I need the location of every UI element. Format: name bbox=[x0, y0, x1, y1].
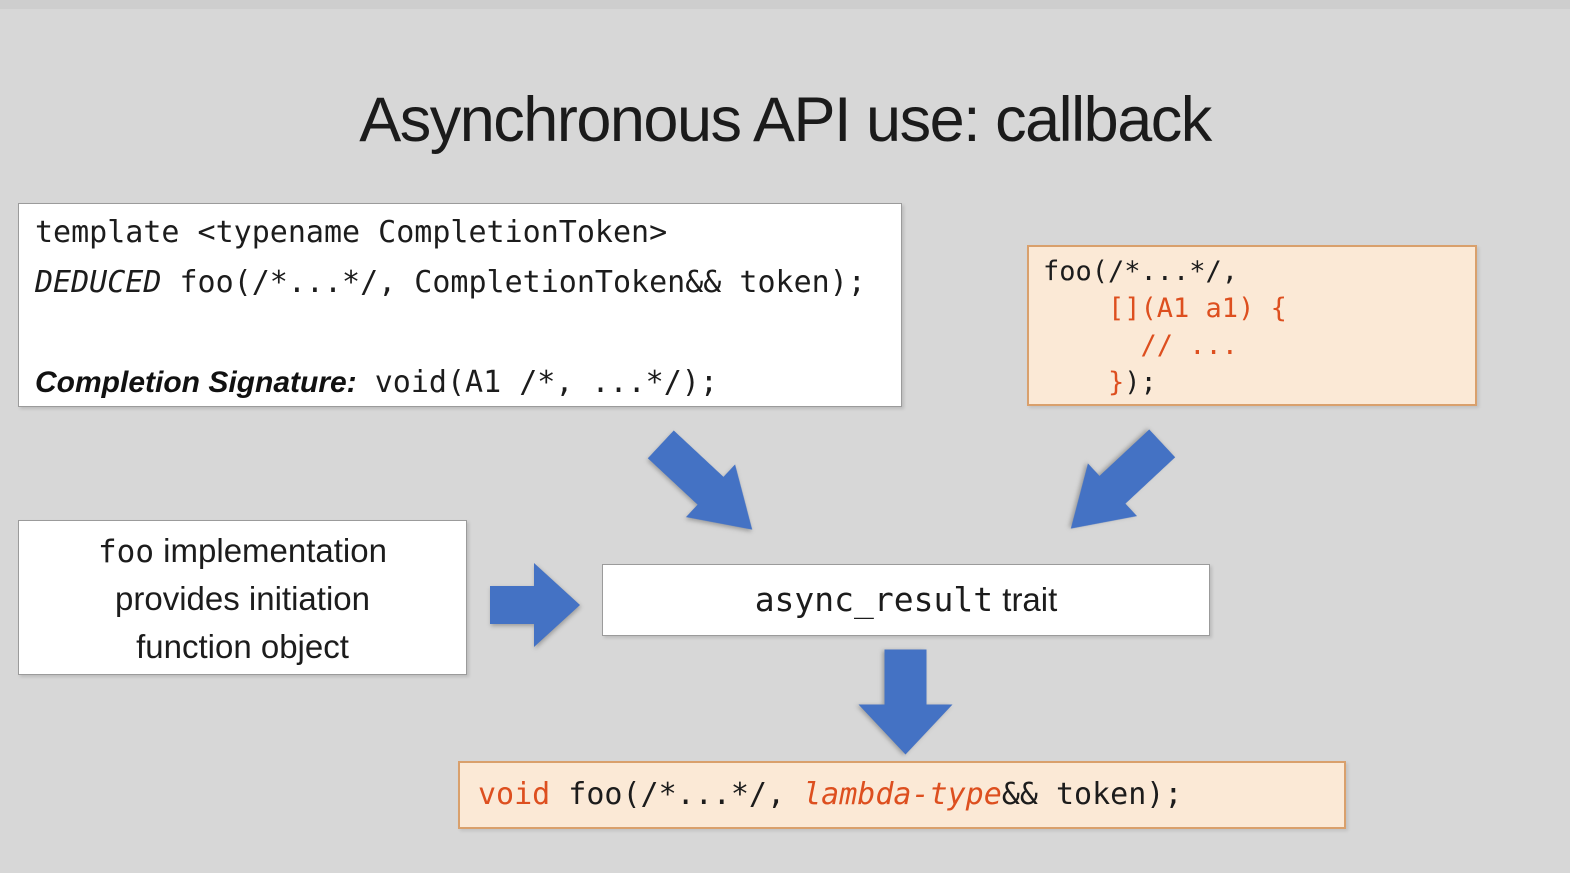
arrow-down-icon bbox=[858, 649, 953, 755]
code-text: [](A1 a1) { bbox=[1043, 293, 1287, 324]
lambda-type-text: lambda-type bbox=[803, 777, 1002, 812]
completion-signature-label: Completion Signature: bbox=[35, 366, 357, 399]
impl-note-line: provides initiation bbox=[115, 580, 370, 617]
code-line-lambda-close: }); bbox=[1043, 364, 1475, 401]
arrow-right-icon bbox=[490, 563, 580, 647]
code-text: // ... bbox=[1043, 330, 1239, 361]
lambda-callback-box: foo(/*...*/, [](A1 a1) { // ... }); bbox=[1027, 245, 1477, 406]
code-line-lambda-head: [](A1 a1) { bbox=[1043, 290, 1475, 327]
code-line-template: template <typename CompletionToken> bbox=[35, 208, 901, 258]
code-line-foo-call: foo(/*...*/, bbox=[1043, 253, 1475, 290]
code-line-lambda-body: // ... bbox=[1043, 327, 1475, 364]
top-edge-shade bbox=[0, 0, 1570, 9]
code-text: foo(/*...*/, bbox=[1043, 256, 1239, 287]
impl-note-box: foo implementation provides initiation f… bbox=[18, 520, 467, 675]
code-text: ); bbox=[1124, 367, 1157, 398]
code-text: void(A1 /*, ...*/); bbox=[356, 365, 718, 400]
result-signature-box: void foo(/*...*/, lambda-type&& token); bbox=[458, 761, 1346, 829]
code-text: } bbox=[1043, 367, 1125, 398]
foo-code: foo bbox=[98, 534, 155, 570]
trait-label: trait bbox=[993, 581, 1058, 618]
template-signature-box: template <typename CompletionToken> DEDU… bbox=[18, 203, 902, 407]
impl-note-line: foo implementation bbox=[19, 527, 466, 575]
arrow-down-right-icon bbox=[647, 430, 753, 530]
deduced-keyword: DEDUCED bbox=[35, 265, 162, 300]
slide-title: Asynchronous API use: callback bbox=[359, 85, 1212, 155]
code-text: template <typename CompletionToken> bbox=[35, 215, 668, 250]
async-result-box: async_result trait bbox=[602, 564, 1210, 636]
impl-note-line: function object bbox=[136, 628, 349, 665]
blank-line bbox=[35, 308, 901, 358]
impl-note-text: implementation bbox=[154, 532, 387, 569]
code-text: foo(/*...*/, bbox=[550, 777, 804, 812]
code-line-signature: Completion Signature: void(A1 /*, ...*/)… bbox=[35, 358, 901, 408]
arrow-down-left-icon bbox=[1070, 429, 1176, 529]
code-line-deduced: DEDUCED foo(/*...*/, CompletionToken&& t… bbox=[35, 258, 901, 308]
async-result-code: async_result bbox=[754, 580, 994, 619]
code-text: foo(/*...*/, CompletionToken&& token); bbox=[161, 265, 866, 300]
code-text: && token); bbox=[1001, 777, 1183, 812]
void-keyword: void bbox=[478, 777, 551, 812]
